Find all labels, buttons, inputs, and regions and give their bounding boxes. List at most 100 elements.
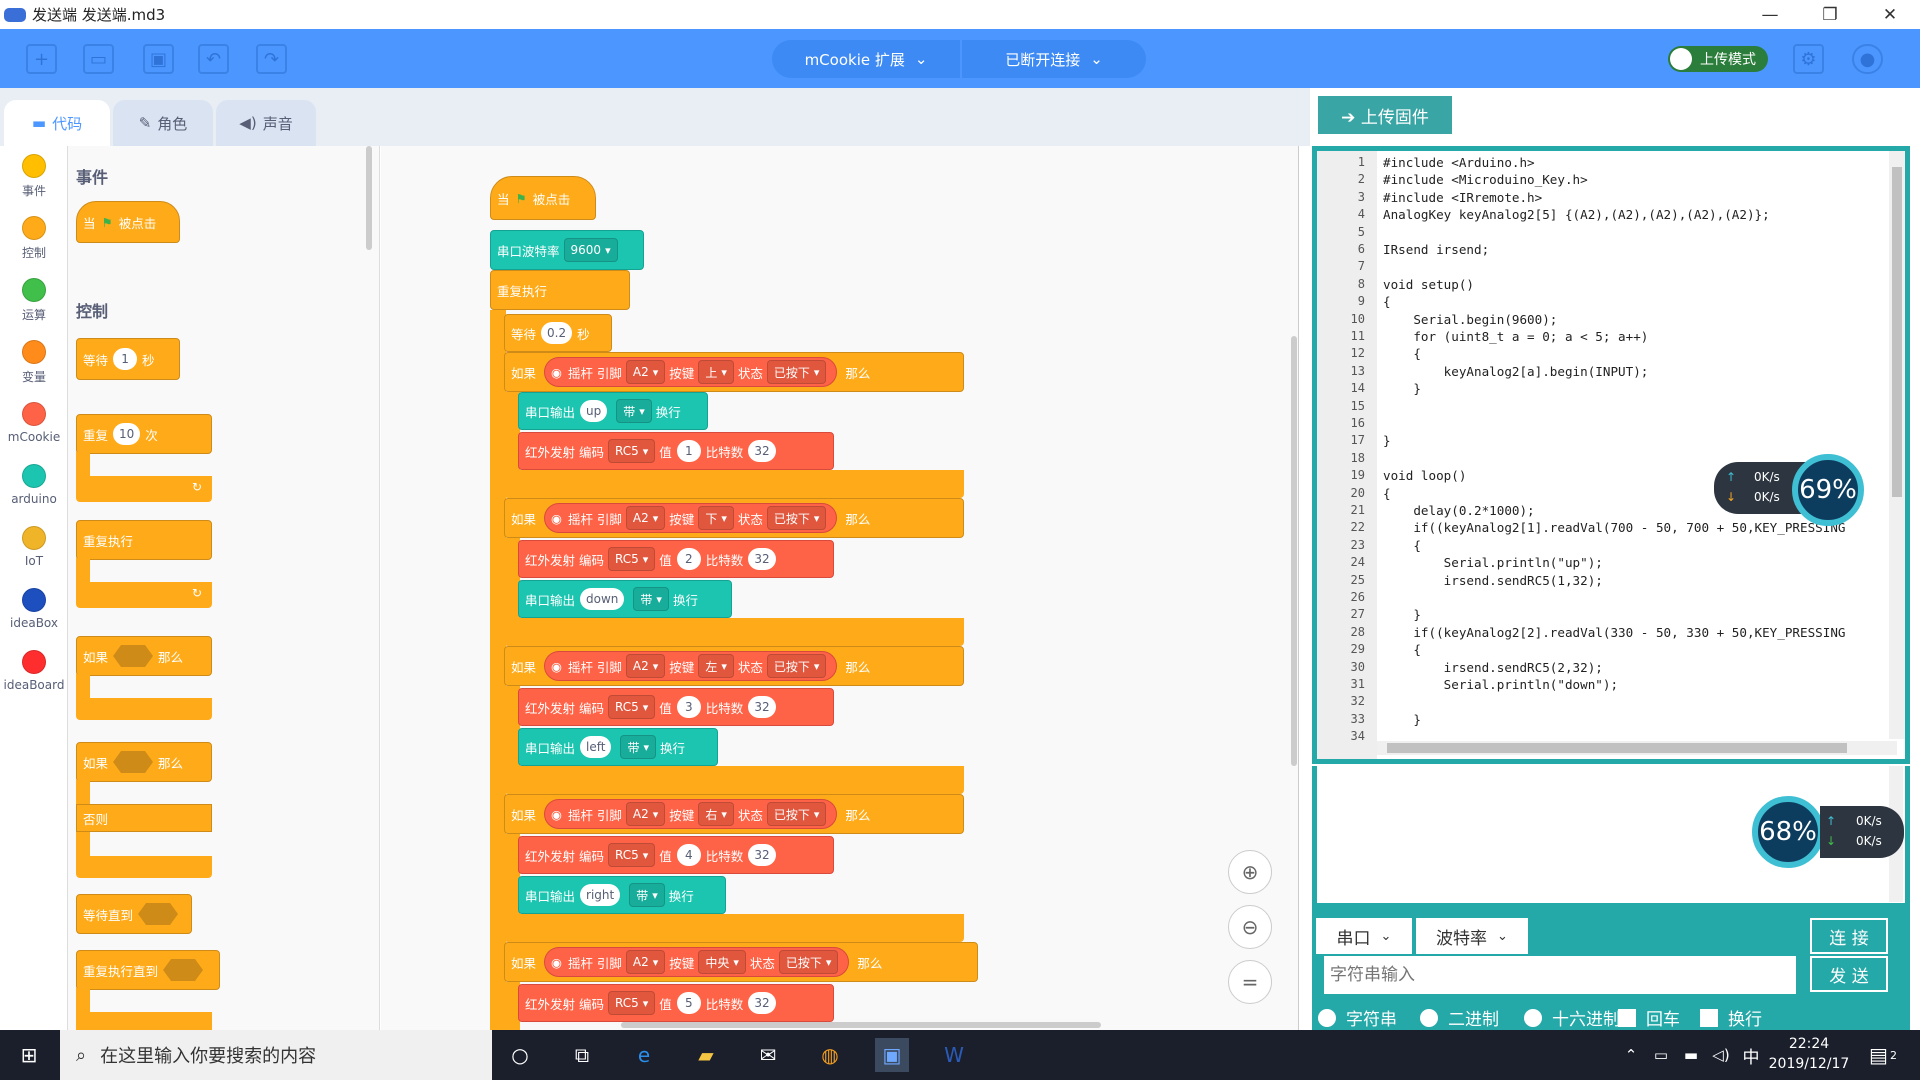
editor-horizontal-scrollbar[interactable]	[1377, 741, 1897, 755]
firefox-icon[interactable]: ◍	[821, 1043, 839, 1067]
condition-slot[interactable]	[113, 751, 154, 773]
joystick-condition[interactable]: ◉ 摇杆 引脚 A2 按键 下 状态 已按下	[544, 503, 838, 533]
ir-code-dropdown[interactable]: RC5	[607, 695, 656, 719]
pin-dropdown[interactable]: A2	[625, 950, 666, 974]
script-forever[interactable]: 重复执行	[490, 270, 630, 310]
category-ideabox[interactable]: ideaBox	[0, 588, 68, 630]
mixly-app-icon[interactable]: ▣	[875, 1038, 909, 1072]
category-mcookie[interactable]: mCookie	[0, 402, 68, 444]
state-dropdown[interactable]: 已按下	[766, 506, 827, 530]
ir-bits-input[interactable]: 32	[748, 992, 776, 1014]
condition-slot[interactable]	[138, 903, 179, 925]
script-workspace[interactable]: 当 ⚑ 被点击 串口波特率 9600 重复执行 等待 0.2 秒 如果 ◉ 摇杆…	[381, 146, 1299, 1030]
ime-indicator[interactable]: 中	[1742, 1047, 1760, 1068]
block-if-then[interactable]: 如果 那么	[76, 636, 212, 676]
key-dropdown[interactable]: 下	[698, 506, 734, 530]
serial-text-input[interactable]: left	[580, 736, 612, 758]
user-avatar-icon[interactable]: ●	[1852, 44, 1883, 74]
category-control[interactable]: 控制	[0, 216, 68, 261]
minimize-button[interactable]: —	[1761, 4, 1779, 25]
repeat-count-input[interactable]: 10	[113, 423, 141, 445]
category-ideaboard[interactable]: ideaBoard	[0, 650, 68, 692]
script-ir-send-5[interactable]: 红外发射 编码 RC5 值 5 比特数 32	[518, 984, 834, 1022]
connect-button[interactable]: 连 接	[1810, 918, 1888, 954]
network-icon[interactable]: ▭	[1653, 1046, 1669, 1064]
ir-value-input[interactable]: 1	[676, 440, 701, 462]
new-file-icon[interactable]: +	[26, 44, 57, 74]
ir-code-dropdown[interactable]: RC5	[607, 547, 656, 571]
key-dropdown[interactable]: 中央	[698, 950, 746, 974]
block-when-flag-clicked[interactable]: 当 ⚑ 被点击	[76, 201, 180, 243]
radio-binary[interactable]: 二进制	[1420, 1005, 1499, 1030]
notifications-icon[interactable]: ▤2	[1869, 1043, 1897, 1067]
serial-string-input[interactable]	[1324, 956, 1796, 994]
serial-text-input[interactable]: up	[580, 400, 608, 422]
script-wait[interactable]: 等待 0.2 秒	[504, 314, 612, 352]
ir-bits-input[interactable]: 32	[748, 440, 776, 462]
block-wait[interactable]: 等待 1 秒	[76, 338, 180, 380]
taskbar-search[interactable]: ⌕ 在这里输入你要搜索的内容	[60, 1030, 492, 1080]
mail-icon[interactable]: ✉	[759, 1043, 777, 1067]
settings-gear-icon[interactable]: ⚙	[1793, 44, 1824, 74]
baud-dropdown[interactable]: 9600	[563, 238, 618, 262]
pin-dropdown[interactable]: A2	[625, 654, 666, 678]
block-repeat-until[interactable]: 重复执行直到	[76, 950, 220, 990]
workspace-vertical-scrollbar[interactable]	[1291, 336, 1297, 766]
zoom-reset-icon[interactable]: =	[1228, 960, 1272, 1004]
workspace-horizontal-scrollbar[interactable]	[621, 1022, 1101, 1028]
ir-bits-input[interactable]: 32	[748, 696, 776, 718]
block-repeat[interactable]: 重复 10 次	[76, 414, 212, 454]
script-if-up[interactable]: 如果 ◉ 摇杆 引脚 A2 按键 上 状态 已按下 那么	[504, 352, 964, 392]
script-if-center[interactable]: 如果 ◉ 摇杆 引脚 A2 按键 中央 状态 已按下 那么	[504, 942, 978, 982]
ir-code-dropdown[interactable]: RC5	[607, 991, 656, 1015]
pin-dropdown[interactable]: A2	[625, 802, 666, 826]
tab-sound[interactable]: ◀) 声音	[216, 100, 316, 146]
upload-firmware-button[interactable]: ➔ 上传固件	[1318, 96, 1452, 134]
block-forever[interactable]: 重复执行	[76, 520, 212, 560]
category-arduino[interactable]: arduino	[0, 464, 68, 506]
serial-port-dropdown[interactable]: 串口⌄	[1316, 918, 1412, 954]
pin-dropdown[interactable]: A2	[625, 506, 666, 530]
ir-value-input[interactable]: 2	[676, 548, 701, 570]
extension-menu[interactable]: mCookie 扩展 ⌄	[772, 40, 960, 78]
script-ir-send-2[interactable]: 红外发射 编码 RC5 值 2 比特数 32	[518, 540, 834, 578]
upload-mode-toggle[interactable]: 上传模式	[1668, 46, 1768, 72]
joystick-condition[interactable]: ◉ 摇杆 引脚 A2 按键 右 状态 已按下	[544, 799, 838, 829]
script-ir-send-4[interactable]: 红外发射 编码 RC5 值 4 比特数 32	[518, 836, 834, 874]
word-icon[interactable]: W	[944, 1043, 964, 1067]
serial-text-input[interactable]: down	[580, 588, 625, 610]
category-iot[interactable]: IoT	[0, 526, 68, 568]
save-icon[interactable]: ▣	[143, 44, 174, 74]
wait-value-input[interactable]: 1	[113, 348, 138, 370]
newline-dropdown[interactable]: 带	[629, 883, 665, 907]
script-serial-print-right[interactable]: 串口输出 right 带 换行	[518, 876, 726, 914]
state-dropdown[interactable]: 已按下	[766, 802, 827, 826]
category-operators[interactable]: 运算	[0, 278, 68, 323]
wait-seconds-input[interactable]: 0.2	[541, 322, 573, 344]
windows-start-icon[interactable]: ⊞	[20, 1043, 38, 1067]
taskbar-clock[interactable]: 22:24 2019/12/17	[1764, 1034, 1854, 1074]
redo-icon[interactable]: ↷	[256, 44, 287, 74]
volume-icon[interactable]: ◁)	[1712, 1046, 1730, 1064]
category-events[interactable]: 事件	[0, 154, 68, 199]
pin-dropdown[interactable]: A2	[625, 360, 666, 384]
condition-slot[interactable]	[163, 959, 204, 981]
key-dropdown[interactable]: 上	[698, 360, 734, 384]
script-when-flag-clicked[interactable]: 当 ⚑ 被点击	[490, 176, 596, 220]
zoom-out-icon[interactable]: ⊖	[1228, 905, 1272, 949]
newline-dropdown[interactable]: 带	[616, 399, 652, 423]
cortana-icon[interactable]: ○	[511, 1043, 529, 1067]
task-view-icon[interactable]: ⧉	[574, 1043, 590, 1067]
undo-icon[interactable]: ↶	[198, 44, 229, 74]
script-ir-send-1[interactable]: 红外发射 编码 RC5 值 1 比特数 32	[518, 432, 834, 470]
file-explorer-icon[interactable]: ▰	[698, 1043, 714, 1067]
ir-bits-input[interactable]: 32	[748, 548, 776, 570]
block-if-else[interactable]: 如果 那么	[76, 742, 212, 782]
script-if-right[interactable]: 如果 ◉ 摇杆 引脚 A2 按键 右 状态 已按下 那么	[504, 794, 964, 834]
radio-string[interactable]: 字符串	[1318, 1005, 1397, 1030]
ir-value-input[interactable]: 3	[676, 696, 701, 718]
state-dropdown[interactable]: 已按下	[766, 360, 827, 384]
ir-bits-input[interactable]: 32	[748, 844, 776, 866]
script-if-left[interactable]: 如果 ◉ 摇杆 引脚 A2 按键 左 状态 已按下 那么	[504, 646, 964, 686]
